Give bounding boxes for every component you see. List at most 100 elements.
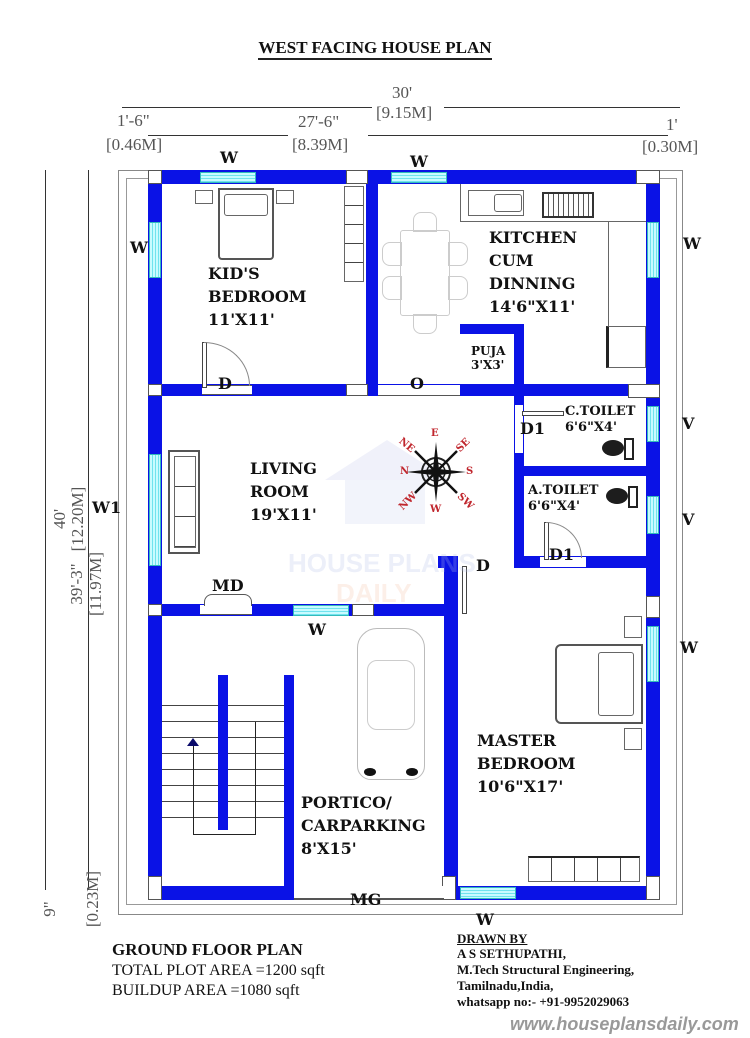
dining-chair <box>448 242 468 266</box>
bottom-setback-m: [0.23M] <box>83 870 102 928</box>
wall-kids-right <box>366 170 378 396</box>
ventilator-ctoilet <box>647 406 659 442</box>
wall-atoilet-bottom <box>514 556 660 568</box>
sink <box>468 190 524 216</box>
main-gate-marker: MG <box>350 890 382 909</box>
overall-width-m: [9.15M] <box>376 103 433 122</box>
sink-basin <box>494 194 522 212</box>
window-kids-left <box>149 222 161 278</box>
compass-rose-icon: E W N S NE SE NW SW <box>396 428 475 515</box>
compass-n: N <box>400 466 410 477</box>
door-d1-marker: D1 <box>520 419 546 438</box>
master-bed <box>555 644 643 724</box>
column <box>636 170 660 184</box>
door-atoilet-gap <box>540 557 586 567</box>
door-ctoilet-leaf[interactable] <box>522 411 564 416</box>
stair-arrow-line <box>193 745 194 835</box>
ventilator-marker: V <box>682 510 695 529</box>
room-name: CUM <box>489 251 534 270</box>
window-marker: W <box>410 152 428 171</box>
room-kids-bedroom: KID'S BEDROOM 11'X11' <box>208 262 306 331</box>
buildup-area: BUILDUP AREA =1080 sqft <box>112 982 300 999</box>
stair-landing-wall <box>218 675 228 830</box>
dining-table <box>400 230 450 316</box>
column <box>646 596 660 618</box>
main-door-leaves[interactable] <box>204 594 252 606</box>
column <box>148 604 162 616</box>
room-name: PUJA <box>471 344 506 358</box>
inner-depth-ft: 39'-3" <box>67 563 86 605</box>
plan-title: WEST FACING HOUSE PLAN <box>0 38 750 60</box>
dim-line-vertical <box>45 170 46 890</box>
compass-s: S <box>466 466 474 477</box>
door-d1-marker: D1 <box>549 545 575 564</box>
window-marker: W <box>220 148 238 167</box>
door-master-gap <box>462 557 514 567</box>
column <box>346 384 368 396</box>
room-size: 6'6"X4' <box>528 499 580 514</box>
dim-line <box>122 107 372 108</box>
column <box>346 170 368 184</box>
car-roof <box>367 660 415 730</box>
room-master-bedroom: MASTER BEDROOM 10'6"X17' <box>477 729 575 798</box>
stair-arrow-line <box>193 834 255 835</box>
room-name: A.TOILET <box>528 483 599 498</box>
fridge <box>606 326 646 368</box>
door-marker: D <box>218 374 232 393</box>
room-name: ROOM <box>250 482 309 501</box>
window-marker: W <box>130 238 148 257</box>
dining-chair <box>448 276 468 300</box>
inner-width-m: [8.39M] <box>292 135 349 154</box>
credits-qualification: M.Tech Structural Engineering, <box>457 962 635 977</box>
wall-bottom-left <box>148 886 294 900</box>
room-name: BEDROOM <box>208 287 307 306</box>
left-setback-ft: 1'-6" <box>117 111 150 130</box>
door-ctoilet-gap <box>515 405 523 453</box>
car-headlight <box>406 768 418 776</box>
kids-bed <box>218 188 274 260</box>
room-size: 11'X11' <box>208 310 275 329</box>
room-size: 14'6"X11' <box>489 297 576 316</box>
door-marker: D <box>476 556 490 575</box>
car-icon <box>357 628 425 780</box>
wall-master-left <box>444 556 458 900</box>
dim-line <box>148 135 288 136</box>
room-name: CARPARKING <box>301 816 426 835</box>
compass-e: E <box>431 428 439 439</box>
window-master-right <box>647 626 659 682</box>
wardrobe <box>528 856 640 882</box>
plot-area: TOTAL PLOT AREA =1200 sqft <box>112 962 325 979</box>
window-marker: W <box>680 638 698 657</box>
room-name: KID'S <box>208 264 260 283</box>
side-table <box>195 190 213 204</box>
wall-stair-right <box>284 675 294 900</box>
credits-contact: whatsapp no:- +91-9952029063 <box>457 994 630 1009</box>
bed-pillows <box>224 194 268 216</box>
main-door-gap <box>200 605 252 615</box>
wall-right <box>646 170 660 900</box>
wardrobe <box>344 186 364 282</box>
door-master-leaf[interactable] <box>462 566 467 614</box>
room-common-toilet: C.TOILET 6'6"X4' <box>565 404 635 436</box>
room-size: 10'6"X17' <box>477 777 564 796</box>
main-gate-gap <box>294 886 444 900</box>
ventilator-marker: V <box>682 414 695 433</box>
dim-line <box>444 107 680 108</box>
column <box>646 876 660 900</box>
wall-atoilet-left <box>514 466 524 566</box>
room-living: LIVING ROOM 19'X11' <box>250 457 317 526</box>
compass-w: W <box>430 504 442 515</box>
car-headlight <box>364 768 376 776</box>
side-table <box>624 728 642 750</box>
opening-kitchen-gap <box>378 385 460 396</box>
room-kitchen: KITCHEN CUM DINNING 14'6"X11' <box>489 226 577 318</box>
stair-arrow-line <box>255 722 256 835</box>
credits-heading: DRAWN BY <box>457 931 528 946</box>
window-marker: W <box>683 234 701 253</box>
room-name: MASTER <box>477 731 557 750</box>
window-kids-top <box>200 172 256 183</box>
room-name: C.TOILET <box>565 404 636 419</box>
dim-line <box>368 135 668 136</box>
website-link[interactable]: www.houseplansdaily.com <box>510 1014 739 1034</box>
inner-depth-m: [11.97M] <box>86 551 105 617</box>
